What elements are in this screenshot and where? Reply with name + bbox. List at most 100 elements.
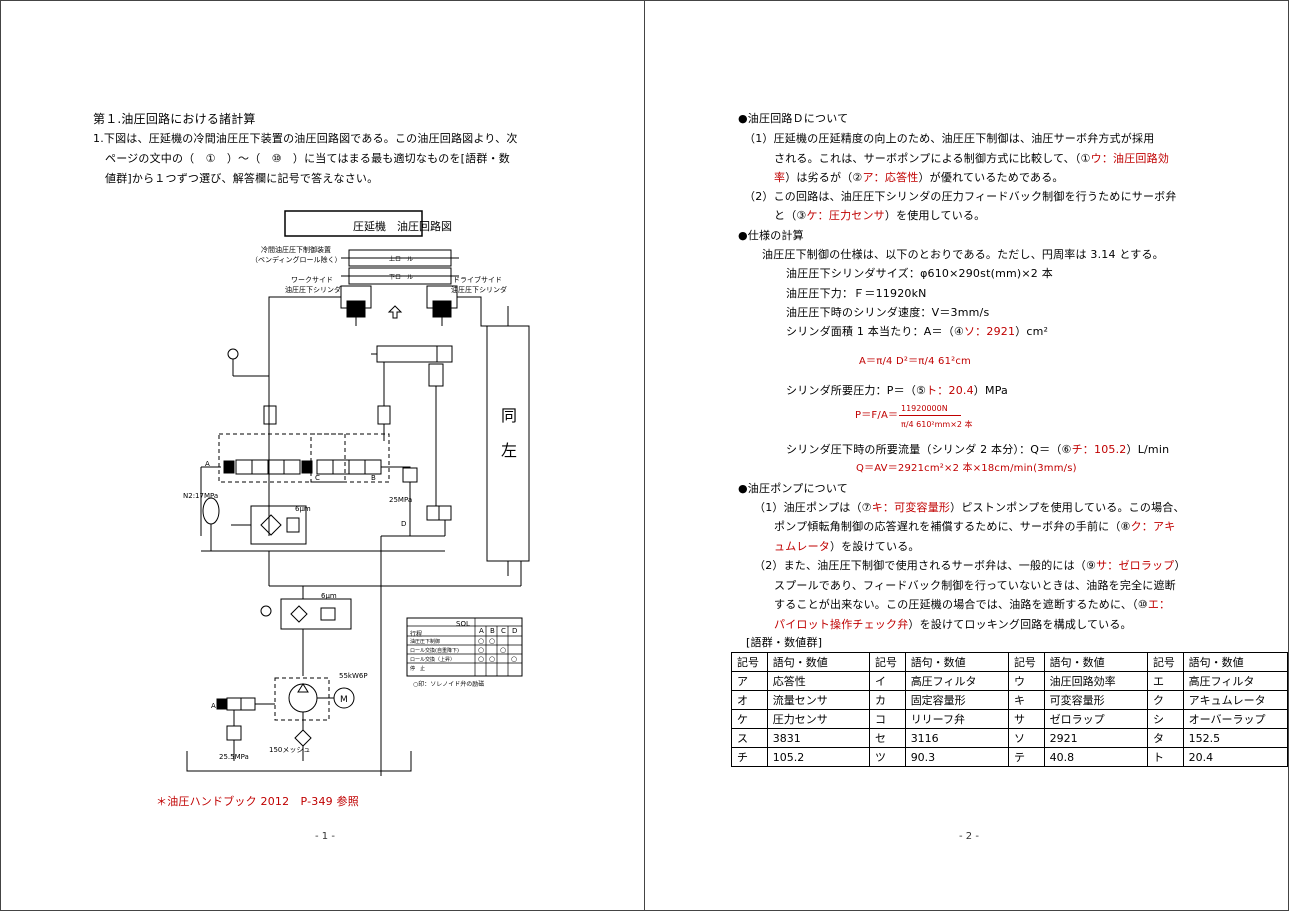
sol-row-3: ロール交換（上昇） — [410, 656, 455, 663]
spec-speed: 油圧圧下時のシリンダ速度：V＝3mm/s — [786, 306, 990, 319]
page-number-1: - 1 - — [315, 831, 335, 842]
accumulator-label: N2:17MPa — [183, 492, 218, 500]
table-header-cell: 記号 — [1007, 652, 1045, 672]
table-cell: 3831 — [766, 728, 870, 748]
sol-table-header: SOL — [456, 620, 470, 628]
s3-para1-line1: （1）油圧ポンプは（⑦キ：可変容量形）ピストンポンプを使用している。この場合、 — [754, 501, 1185, 514]
sol-col-a: A — [479, 627, 484, 635]
term-table: 記号 語句・数値 記号 語句・数値 記号 語句・数値 記号 語句・数値 ア 応答… — [731, 652, 1289, 767]
table-header-cell: 記号 — [1146, 652, 1184, 672]
formula-pressure-numerator: 11920000N — [901, 404, 948, 413]
table-row: オ 流量センサ カ 固定容量形 キ 可変容量形 ク アキュムレータ — [731, 690, 1289, 710]
table-cell: イ — [868, 671, 906, 691]
table-cell: 可変容量形 — [1043, 690, 1148, 710]
table-cell: タ — [1146, 728, 1184, 748]
work-side-label-1: ワークサイド — [291, 276, 333, 284]
table-cell: 固定容量形 — [904, 690, 1009, 710]
table-cell: キ — [1007, 690, 1045, 710]
formula-pressure-lhs: P＝F/A＝ — [855, 410, 899, 421]
question-line-3: 値群]から１つずつ選び、解答欄に記号で答えなさい。 — [105, 172, 379, 185]
sol-mark: ○ — [478, 655, 484, 663]
diagram-title: 圧延機 油圧回路図 — [353, 219, 452, 233]
table-cell: 高圧フィルタ — [904, 671, 1009, 691]
table-cell: ツ — [868, 747, 906, 767]
table-row: ス 3831 セ 3116 ソ 2921 タ 152.5 — [731, 728, 1289, 748]
reference-note: ＊油圧ハンドブック 2012 P-349 参照 — [156, 795, 359, 808]
sol-row-4: 停 止 — [410, 665, 425, 672]
fraction-bar — [899, 415, 961, 416]
valve-label-d: D — [401, 520, 406, 528]
valve-label-a: A — [205, 460, 210, 468]
s3-para2-line4: パイロット操作チェック弁）を設けてロッキング回路を構成している。 — [774, 618, 1132, 631]
table-cell: 20.4 — [1182, 747, 1289, 767]
page-1: 第１.油圧回路における諸計算 1.下図は、圧延機の冷間油圧圧下装置の油圧回路図で… — [0, 0, 645, 911]
same-left-char-1: 同 — [501, 406, 517, 425]
diagram-note-2: （ベンディングロール除く） — [251, 255, 342, 264]
table-header-cell: 記号 — [868, 652, 906, 672]
table-cell: アキュムレータ — [1182, 690, 1289, 710]
table-cell: 高圧フィルタ — [1182, 671, 1289, 691]
s1-para2-line2: と（③ケ：圧力センサ）を使用している。 — [774, 209, 986, 222]
formula-area: A＝π/4 D²＝π/4 61²cm — [859, 356, 971, 367]
section-heading: 第１.油圧回路における諸計算 — [93, 112, 256, 126]
formula-pressure-denominator: π/4 610²mm×2 本 — [901, 420, 973, 429]
table-cell: 油圧回路効率 — [1043, 671, 1148, 691]
drive-side-label-2: 油圧圧下シリンダ — [451, 285, 507, 294]
suction-filter-label: 150メッシュ — [269, 746, 310, 754]
table-header-cell: 語句・数値 — [904, 652, 1009, 672]
sol-table-row-header: 行程 — [410, 630, 422, 638]
table-cell: カ — [868, 690, 906, 710]
s3-para1-line3: ュムレータ）を設けている。 — [774, 540, 920, 553]
table-cell: コ — [868, 709, 906, 729]
table-cell: 流量センサ — [766, 690, 870, 710]
table-cell: 3116 — [904, 728, 1009, 748]
s1-para1-line1: （1）圧延機の圧延精度の向上のため、油圧圧下制御は、油圧サーボ弁方式が採用 — [744, 132, 1155, 145]
sol-row-2: ロール交換(自重降下) — [410, 647, 459, 654]
section-pump: ●油圧ポンプについて — [738, 482, 848, 495]
table-cell: ク — [1146, 690, 1184, 710]
sol-mark: ○ — [489, 637, 495, 645]
spec-force: 油圧圧下力：Ｆ＝11920kN — [786, 287, 927, 300]
table-cell: リリーフ弁 — [904, 709, 1009, 729]
sol-row-1: 油圧圧下制御 — [410, 638, 440, 645]
table-cell: 圧力センサ — [766, 709, 870, 729]
table-cell: エ — [1146, 671, 1184, 691]
table-cell: ゼロラップ — [1043, 709, 1148, 729]
table-row: ア 応答性 イ 高圧フィルタ ウ 油圧回路効率 エ 高圧フィルタ — [731, 671, 1289, 691]
table-cell: テ — [1007, 747, 1045, 767]
table-cell: ス — [731, 728, 768, 748]
spec-area: シリンダ面積 1 本当たり：A＝（④ソ：2921）cm² — [786, 325, 1049, 338]
sol-mark: ○ — [489, 655, 495, 663]
lower-roll-label: 下ロール — [389, 274, 413, 281]
section-hydraulic-circuit-d: ●油圧回路Ｄについて — [738, 112, 849, 125]
sol-mark: ○ — [478, 646, 484, 654]
filter-label-2: 6μm — [321, 592, 337, 600]
sol-col-b: B — [490, 627, 495, 635]
s1-para1-line2: される。これは、サーボポンプによる制御方式に比較して、（①ウ：油圧回路効 — [774, 152, 1170, 165]
pump-label: 55kW6P — [339, 672, 368, 680]
valve-label-c: C — [315, 474, 320, 482]
s3-para2-line3: することが出来ない。この圧延機の場合では、油路を遮断するために、（⑩エ： — [774, 598, 1171, 611]
same-left-char-2: 左 — [501, 441, 517, 460]
table-cell: オ — [731, 690, 768, 710]
table-cell: ソ — [1007, 728, 1045, 748]
formula-flow: Q＝AV＝2921cm²×2 本×18cm/min(3mm/s) — [856, 463, 1077, 474]
s1-para2-line1: （2）この回路は、油圧圧下シリンダの圧力フィードバック制御を行うためにサーボ弁 — [744, 190, 1177, 203]
spec-pressure: シリンダ所要圧力：P＝（⑤ト：20.4）MPa — [786, 384, 1008, 397]
motor-label: M — [340, 695, 348, 705]
table-cell: 40.8 — [1043, 747, 1148, 767]
s3-para2-line1: （2）また、油圧圧下制御で使用されるサーボ弁は、一般的には（⑨サ：ゼロラップ） — [754, 559, 1186, 572]
table-cell: セ — [868, 728, 906, 748]
sol-mark: ○ — [500, 646, 506, 654]
table-cell: ケ — [731, 709, 768, 729]
table-cell: シ — [1146, 709, 1184, 729]
diagram-note-1: 冷間油圧圧下制御装置 — [261, 245, 331, 254]
valve-label-b: B — [371, 474, 376, 482]
s3-para1-line2: ポンプ傾転角制御の応答遅れを補償するために、サーボ弁の手前に（⑧ク：アキ — [774, 520, 1176, 533]
table-header-row: 記号 語句・数値 記号 語句・数値 記号 語句・数値 記号 語句・数値 — [731, 652, 1289, 672]
table-cell: 2921 — [1043, 728, 1148, 748]
section-spec-calc: ●仕様の計算 — [738, 229, 804, 242]
table-cell: ア — [731, 671, 768, 691]
table-cell: 90.3 — [904, 747, 1009, 767]
